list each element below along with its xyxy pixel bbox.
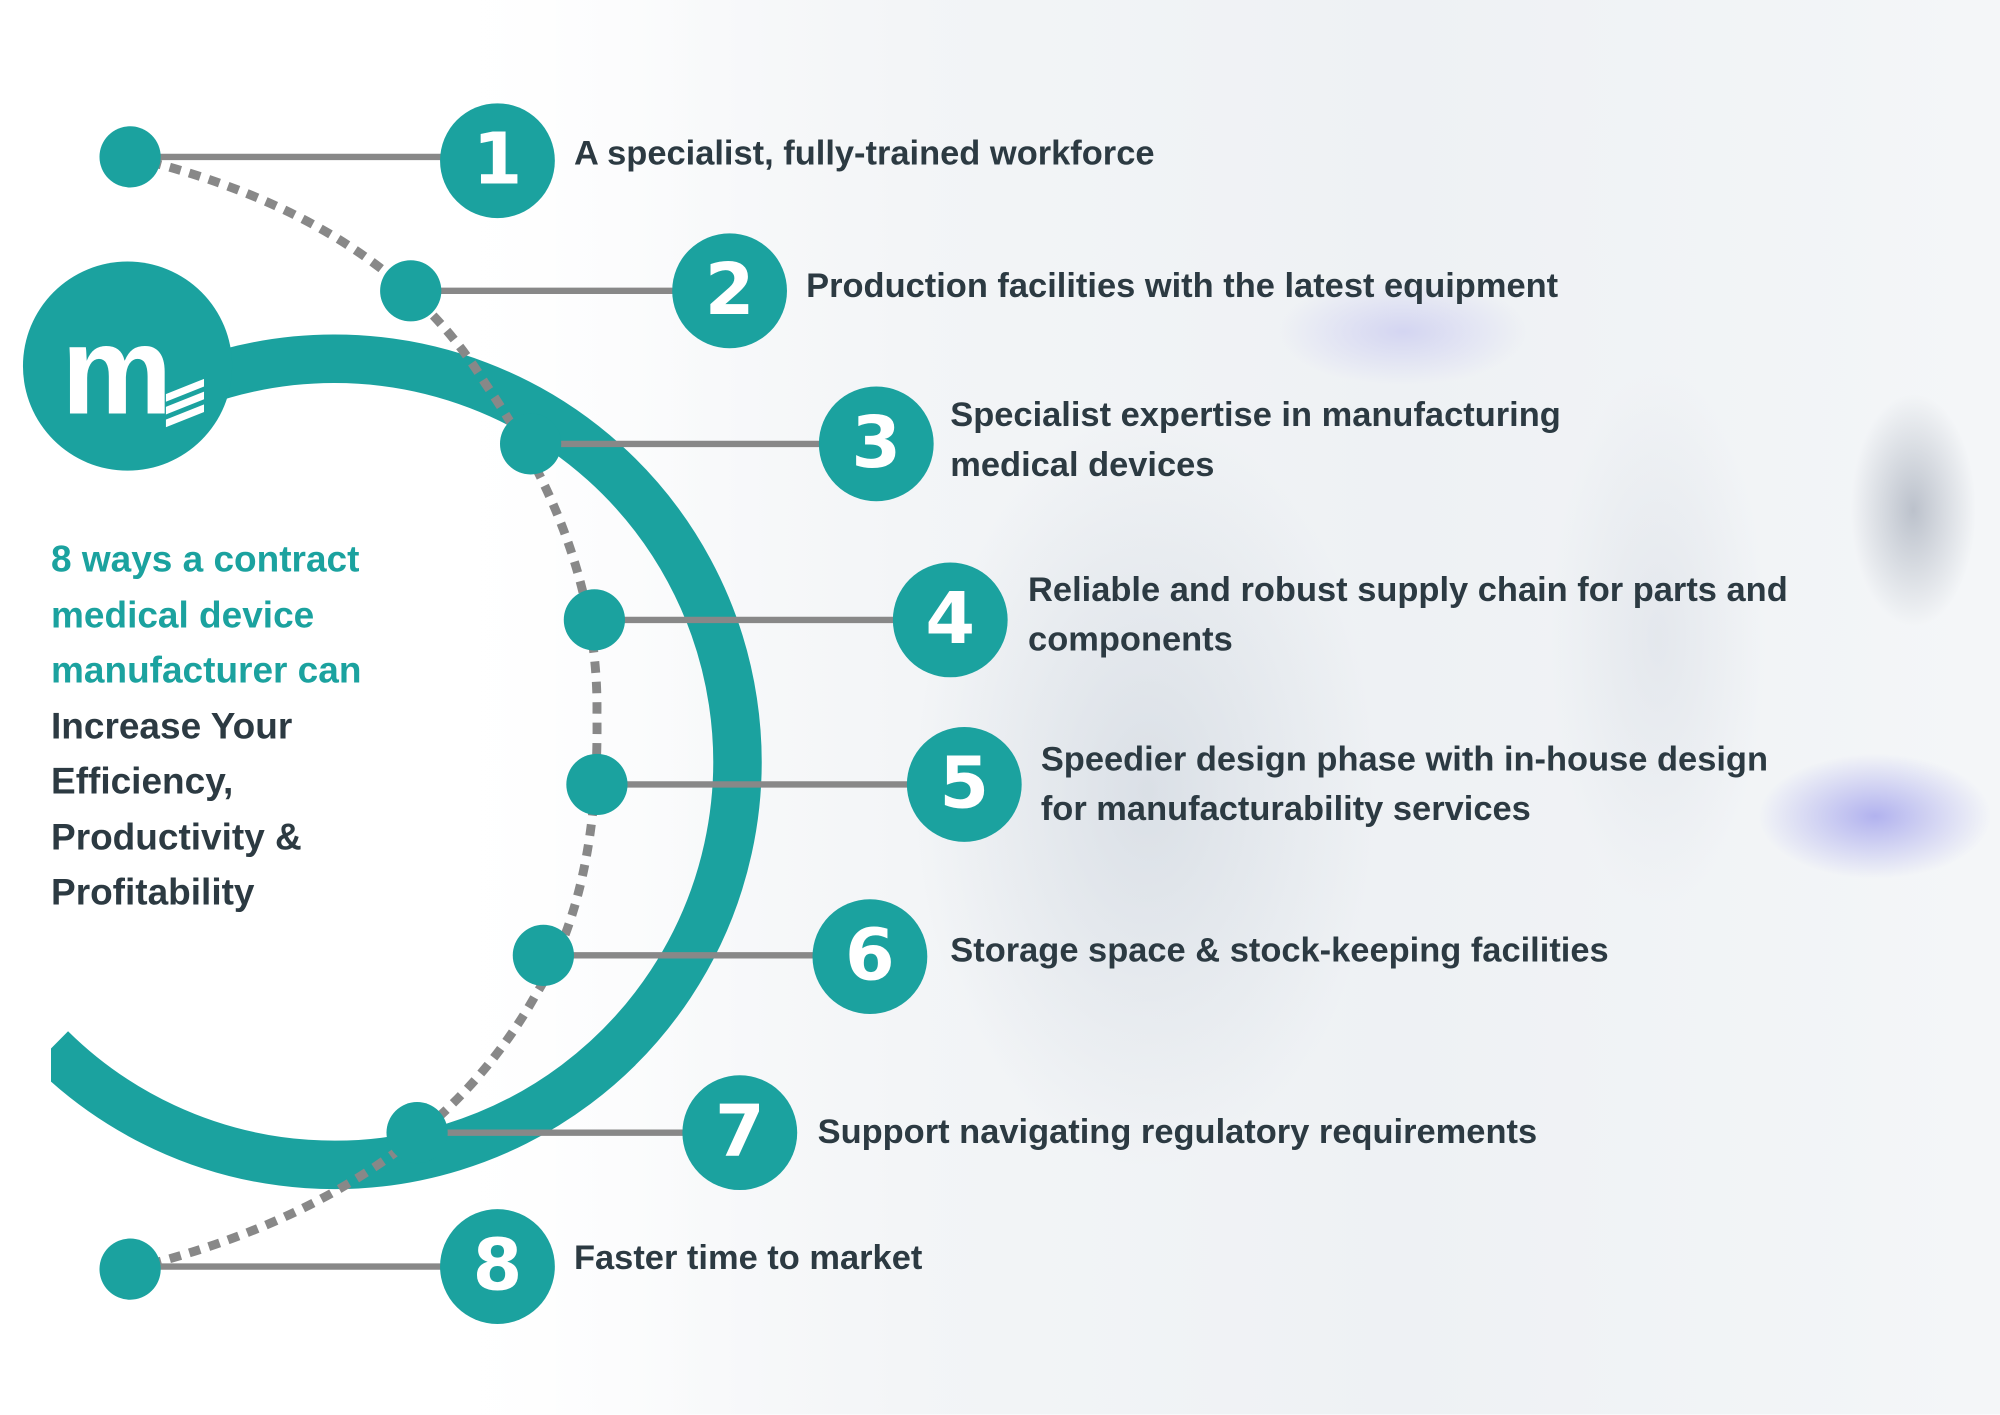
headline: 8 ways a contract medical device manufac…: [51, 533, 434, 921]
item-line: Reliable and robust supply chain for par…: [1028, 570, 1788, 609]
headline-line: Productivity &: [51, 816, 302, 858]
headline-line: Profitability: [51, 872, 255, 914]
item-line: Production facilities with the latest eq…: [806, 266, 1559, 305]
item-text-1: A specialist, fully-trained workforce: [574, 129, 1155, 179]
company-logo: m: [22, 261, 233, 471]
headline-line: Increase Your: [51, 705, 293, 747]
item-text-4: Reliable and robust supply chain for par…: [1028, 565, 1788, 664]
number-badge-1: 1: [440, 103, 555, 219]
item-line: A specialist, fully-trained workforce: [573, 133, 1155, 173]
number-badge-8: 8: [440, 1209, 555, 1324]
item-line: Support navigating regulatory requiremen…: [817, 1112, 1538, 1151]
item-line: components: [1028, 619, 1233, 659]
item-text-3: Specialist expertise in manufacturing me…: [950, 390, 1561, 489]
item-text-2: Production facilities with the latest eq…: [806, 261, 1558, 311]
node-dot-2: [380, 260, 442, 322]
big-ring-arc: [51, 334, 762, 1190]
node-dot-3: [499, 413, 562, 475]
item-line: for manufacturability services: [1040, 789, 1531, 828]
node-dot-8: [99, 1238, 161, 1300]
logo-letter: m: [61, 299, 172, 441]
headline-line: 8 ways a contract: [51, 539, 360, 581]
number-badge-7: 7: [682, 1075, 798, 1191]
item-line: Specialist expertise in manufacturing: [950, 395, 1561, 434]
node-dot-4: [563, 589, 625, 651]
headline-line: manufacturer can: [51, 650, 362, 692]
node-dot-5: [566, 753, 628, 816]
node-dot-6: [512, 924, 574, 986]
number-badge-3: 3: [818, 386, 934, 502]
item-line: Storage space & stock-keeping facilities: [950, 931, 1609, 970]
number-badge-2: 2: [672, 233, 787, 349]
item-text-7: Support navigating regulatory requiremen…: [818, 1107, 1538, 1157]
node-dot-7: [386, 1102, 448, 1164]
number-badge-6: 6: [812, 899, 928, 1015]
headline-line: medical device: [51, 595, 315, 636]
number-badge-4: 4: [892, 562, 1008, 678]
number-badge-5: 5: [906, 727, 1022, 842]
item-text-8: Faster time to market: [574, 1233, 922, 1283]
item-line: Faster time to market: [573, 1238, 923, 1277]
item-line: Speedier design phase with in-house desi…: [1040, 739, 1768, 779]
node-dot-1: [99, 126, 161, 188]
logo-stripes-icon: [165, 378, 205, 428]
headline-line: Efficiency,: [51, 761, 234, 803]
item-text-5: Speedier design phase with in-house desi…: [1041, 735, 1768, 834]
item-line: medical devices: [950, 445, 1215, 484]
item-text-6: Storage space & stock-keeping facilities: [950, 926, 1608, 976]
